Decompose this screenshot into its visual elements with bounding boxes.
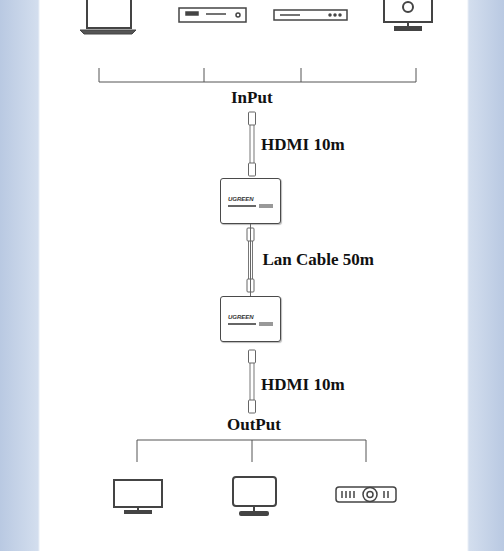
text-label: HDMI 10m (261, 135, 345, 155)
monitor-icon (233, 477, 276, 515)
badge-tag (259, 322, 273, 326)
badge-strip (228, 205, 256, 207)
badge-tag (259, 204, 273, 208)
laptop-icon (80, 0, 136, 34)
rj45-plug (247, 228, 254, 241)
badge-strip (228, 323, 256, 325)
set-top-box-icon (274, 10, 347, 20)
cable-ends (250, 224, 251, 296)
input-bracket (99, 68, 416, 82)
cable-core (249, 240, 252, 280)
extender-box: UGREEN (220, 296, 281, 342)
cable-outline (248, 240, 253, 280)
projector-icon (336, 487, 396, 502)
dvd-player-icon (179, 8, 246, 22)
rj45-plug (247, 279, 254, 292)
lan-cable (247, 224, 254, 296)
monitor-icon (384, 0, 432, 30)
edge-label: Lan Cable 50m (263, 250, 374, 270)
hdmi-cable (249, 112, 256, 176)
monitor-icon (114, 480, 162, 513)
extender-box: UGREEN (220, 178, 281, 224)
text-label: HDMI 10m (261, 375, 345, 395)
hdmi-cable (249, 350, 256, 413)
brand-text: UGREEN (228, 314, 254, 320)
text-label: OutPut (227, 415, 281, 435)
text-label: InPut (231, 88, 273, 108)
output-bracket (137, 440, 366, 462)
brand-text: UGREEN (228, 196, 254, 202)
